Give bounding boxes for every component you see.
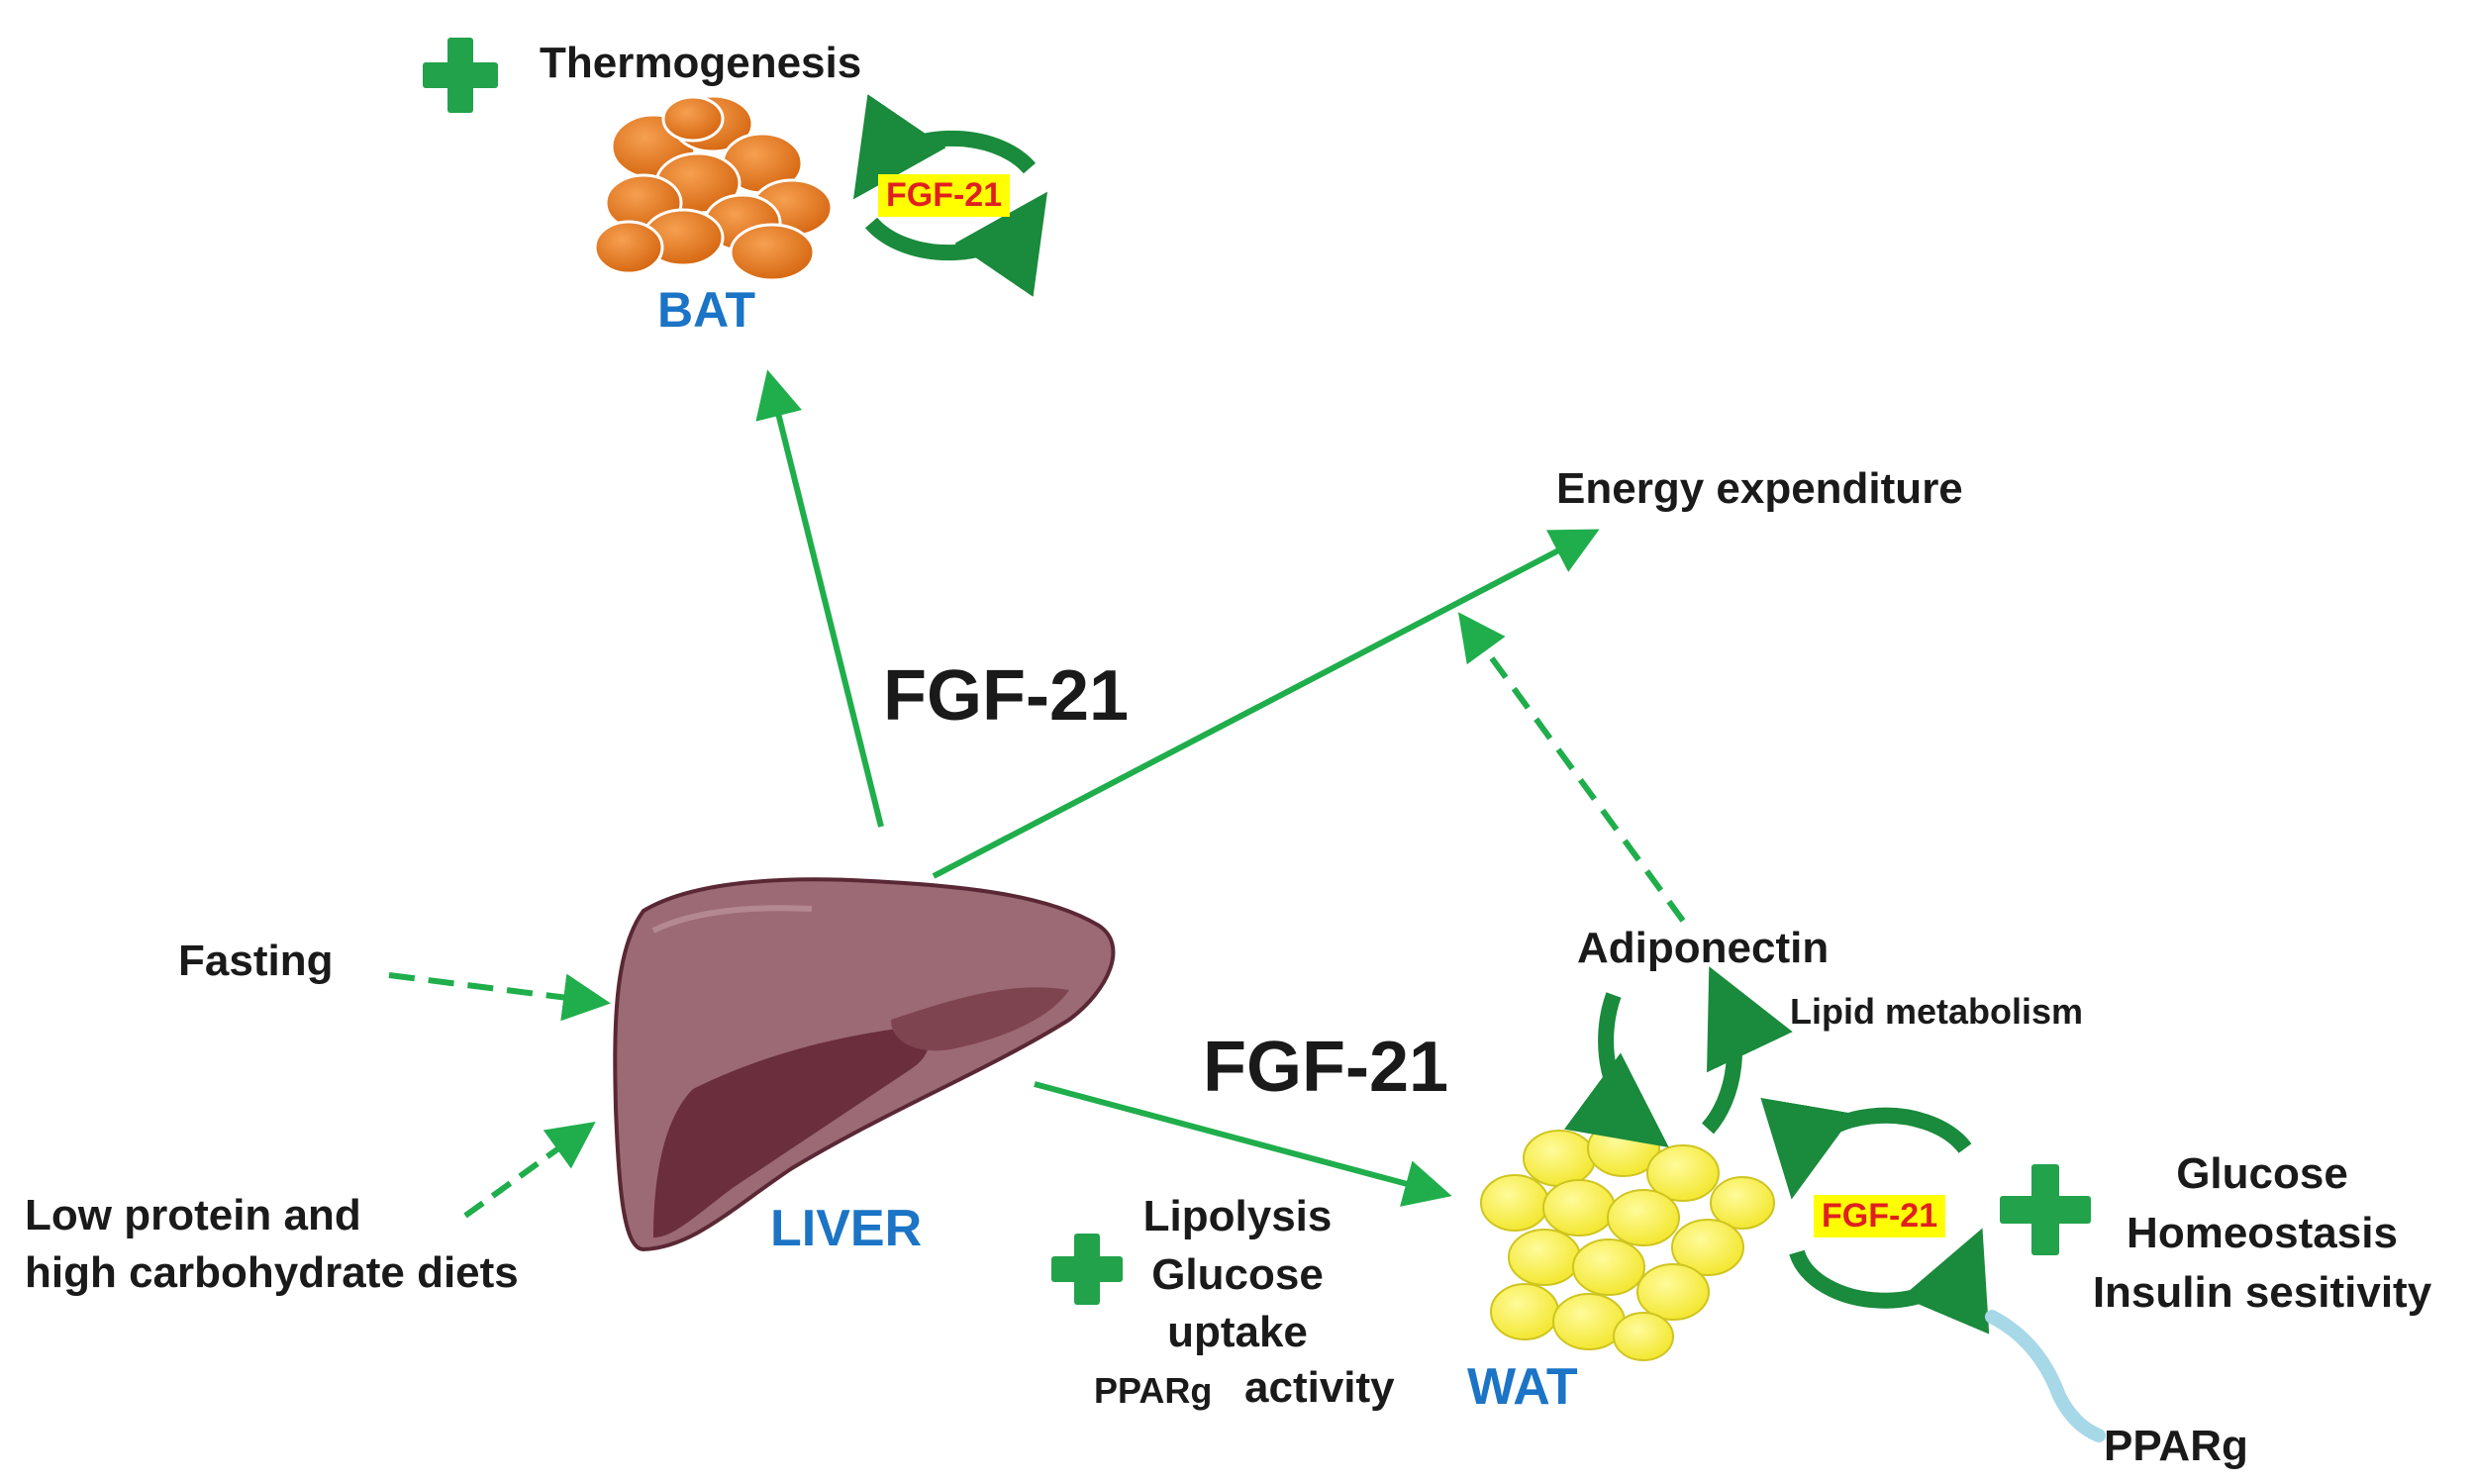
adiponectin-cycle-arrows — [1564, 966, 1793, 1148]
bat-cycle-arrows — [852, 94, 1048, 297]
glucose-label: Glucose — [1151, 1250, 1324, 1299]
wat-tissue — [1480, 1120, 1775, 1361]
wat-label: WAT — [1467, 1358, 1578, 1416]
lipolysis-label: Lipolysis — [1142, 1192, 1333, 1240]
fgf21-badge-bat: FGF-21 — [878, 174, 1011, 217]
bat-label: BAT — [657, 282, 756, 338]
pparg-link — [1985, 1310, 2106, 1442]
plus-icon-glucose — [2000, 1164, 2091, 1255]
plus-icon-lipolysis — [1051, 1234, 1123, 1305]
arrow-adiponectin-to-energy — [1457, 612, 1686, 923]
liver-organ — [613, 877, 1116, 1252]
insulin-sensitivity-label: Insulin sesitivity — [2092, 1268, 2432, 1317]
pparg-label: PPARg — [2104, 1422, 2248, 1470]
pparg-activity-prefix: PPARg — [1094, 1370, 1213, 1411]
liver-label: LIVER — [770, 1200, 923, 1257]
pparg-activity-label: activity — [1244, 1363, 1395, 1412]
uptake-label: uptake — [1167, 1308, 1308, 1356]
lipid-metabolism-label: Lipid metabolism — [1790, 991, 2084, 1032]
arrow-liver-to-bat — [755, 369, 884, 828]
fgf21-lower-label: FGF-21 — [1203, 1028, 1449, 1107]
diet-label-line1: Low protein and — [25, 1191, 361, 1239]
thermogenesis-label: Thermogenesis — [540, 39, 862, 87]
homeostasis-label: Homeostasis — [2127, 1209, 2398, 1257]
fgf21-badge-wat: FGF-21 — [1814, 1195, 1946, 1237]
arrow-fasting-to-liver — [388, 972, 611, 1022]
glucose2-label: Glucose — [2176, 1149, 2348, 1198]
bat-tissue — [593, 94, 834, 282]
fgf21-upper-label: FGF-21 — [883, 656, 1130, 736]
diet-label-line2: high carbohydrate diets — [25, 1248, 519, 1297]
arrow-liver-to-wat — [1034, 1081, 1452, 1207]
plus-icon-thermogenesis — [423, 38, 498, 113]
energy-expenditure-label: Energy expenditure — [1556, 464, 1963, 513]
fasting-label: Fasting — [178, 937, 334, 985]
arrow-diet-to-liver — [463, 1121, 596, 1219]
adiponectin-label: Adiponectin — [1577, 924, 1830, 972]
wat-cycle-arrows — [1760, 1097, 1990, 1335]
arrow-liver-to-energy — [932, 529, 1600, 879]
